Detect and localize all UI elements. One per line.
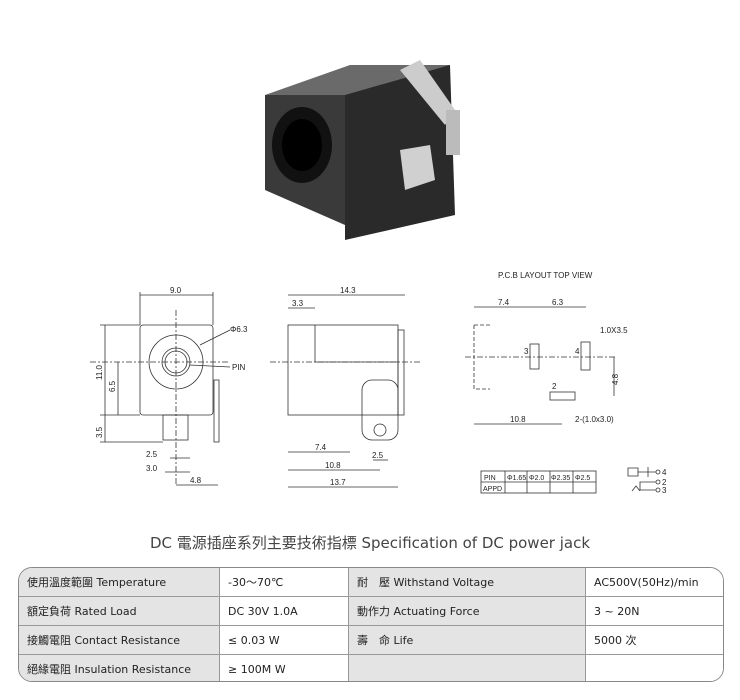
table-row: 額定負荷 Rated Load DC 30V 1.0A 動作力 Actuatin… bbox=[19, 596, 723, 626]
pcb-pin3: 3 bbox=[524, 347, 529, 356]
dim-p3: 10.8 bbox=[325, 461, 341, 470]
schematic-label: 3 bbox=[662, 486, 667, 495]
spec-value: ≤ 0.03 W bbox=[219, 625, 349, 655]
dim-p4: 13.7 bbox=[330, 478, 346, 487]
dim-hole: Φ6.3 bbox=[230, 325, 248, 334]
dim-width: 9.0 bbox=[170, 286, 182, 295]
spec-value: 3 ~ 20N bbox=[585, 596, 723, 626]
pcb-d2: 6.3 bbox=[552, 298, 564, 307]
pin-label: PIN bbox=[232, 363, 246, 372]
pcb-pin2: 2 bbox=[552, 382, 557, 391]
page-title: DC 電源插座系列主要技術指標 Specification of DC powe… bbox=[149, 534, 591, 552]
spec-value: 5000 次 bbox=[585, 625, 723, 655]
dim-p2: 2.5 bbox=[372, 451, 384, 460]
spec-label: 壽 命 Life bbox=[348, 625, 586, 655]
schematic-label: 4 bbox=[662, 468, 667, 477]
spec-value: DC 30V 1.0A bbox=[219, 596, 349, 626]
pin-table-header: Φ2.0 bbox=[529, 475, 544, 482]
schematic-label: 2 bbox=[662, 478, 667, 487]
table-row: 絕緣電阻 Insulation Resistance ≥ 100M W bbox=[19, 654, 723, 681]
pin-table-header: Φ1.65 bbox=[507, 475, 526, 482]
pcb-d4: 10.8 bbox=[510, 415, 526, 424]
pin-table-header: Φ2.35 bbox=[551, 475, 570, 482]
dim-p1: 7.4 bbox=[315, 443, 327, 452]
pcb-layout-drawing: P.C.B LAYOUT TOP VIEW 7.4 6.3 1.0X3.5 3 … bbox=[465, 271, 667, 495]
dim-center: 6.5 bbox=[108, 380, 117, 392]
spec-label: 接觸電阻 Contact Resistance bbox=[19, 625, 220, 655]
dim-height: 11.0 bbox=[95, 364, 104, 380]
pcb-d1: 7.4 bbox=[498, 298, 510, 307]
spec-label bbox=[348, 654, 586, 681]
product-photo bbox=[265, 60, 460, 240]
front-view-drawing: 9.0 Φ6.3 PIN 11.0 6.5 3.5 2.5 3.0 4.8 bbox=[90, 286, 248, 486]
spec-value: -30～70℃ bbox=[219, 568, 349, 597]
spec-label: 動作力 Actuating Force bbox=[348, 596, 586, 626]
pcb-slot2: 2-(1.0x3.0) bbox=[575, 415, 614, 424]
dim-leg: 3.5 bbox=[95, 426, 104, 438]
spec-label: 絕緣電阻 Insulation Resistance bbox=[19, 654, 220, 681]
spec-table: 使用溫度範圍 Temperature -30～70℃ 耐 壓 Withstand… bbox=[18, 567, 724, 682]
dim-length: 14.3 bbox=[340, 286, 356, 295]
pin-table-row-label: APPD bbox=[483, 486, 502, 493]
dim-d1: 2.5 bbox=[146, 450, 158, 459]
spec-value bbox=[585, 654, 723, 681]
pcb-d3: 4.8 bbox=[611, 373, 620, 385]
table-row: 使用溫度範圍 Temperature -30～70℃ 耐 壓 Withstand… bbox=[19, 568, 723, 597]
side-view-drawing: 14.3 3.3 7.4 2.5 10.8 13.7 bbox=[270, 286, 420, 488]
spec-label: 額定負荷 Rated Load bbox=[19, 596, 220, 626]
spec-value: AC500V(50Hz)/min bbox=[585, 568, 723, 597]
spec-label: 使用溫度範圍 Temperature bbox=[19, 568, 220, 597]
pcb-slot4: 1.0X3.5 bbox=[600, 326, 628, 335]
pin-table-header: PIN bbox=[484, 475, 496, 482]
pcb-pin4: 4 bbox=[575, 347, 580, 356]
table-row: 接觸電阻 Contact Resistance ≤ 0.03 W 壽 命 Lif… bbox=[19, 625, 723, 655]
spec-label: 耐 壓 Withstand Voltage bbox=[348, 568, 586, 597]
pcb-title: P.C.B LAYOUT TOP VIEW bbox=[498, 271, 593, 280]
dim-d3: 4.8 bbox=[190, 476, 202, 485]
dim-front: 3.3 bbox=[292, 299, 304, 308]
spec-value: ≥ 100M W bbox=[219, 654, 349, 681]
dim-d2: 3.0 bbox=[146, 464, 158, 473]
pin-table-header: Φ2.5 bbox=[575, 475, 590, 482]
